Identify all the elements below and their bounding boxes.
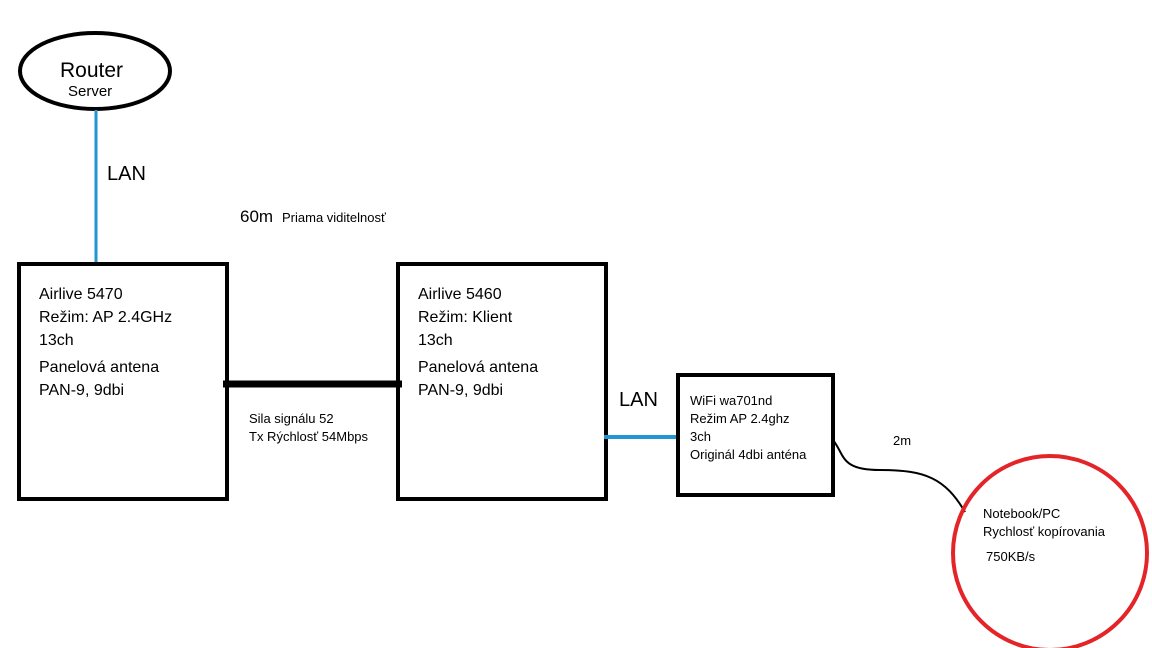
airlive-5470-mode: Režim: AP 2.4GHz [39, 309, 173, 326]
wifi-mode: Režim AP 2.4ghz [690, 411, 790, 426]
airlive-5470-antenna-spec: PAN-9, 9dbi [39, 382, 125, 399]
airlive-5460-antenna: Panelová antena [418, 359, 539, 376]
airlive-5460-antenna-spec: PAN-9, 9dbi [418, 382, 504, 399]
airlive-5460-channel: 13ch [418, 332, 453, 349]
notebook-copy-speed-value: 750KB/s [986, 549, 1036, 564]
notebook-copy-speed-label: Rychlosť kopírovania [983, 524, 1105, 539]
airlive-5470-channel: 13ch [39, 332, 74, 349]
airlive-5470-text: Airlive 5470 Režim: AP 2.4GHz 13ch Panel… [39, 283, 172, 402]
lan-label-top: LAN [107, 163, 146, 185]
wifi-wa701nd-text: WiFi wa701nd Režim AP 2.4ghz 3ch Originá… [690, 392, 806, 464]
signal-strength-label: Sila signálu 52 [249, 411, 334, 426]
wifi-wa701nd-box [676, 373, 835, 497]
notebook-device: Notebook/PC [983, 506, 1061, 521]
router-node [18, 31, 172, 111]
notebook-circle [951, 454, 1149, 648]
cable-length-label: 2m [893, 433, 912, 448]
cable-to-notebook [832, 439, 966, 513]
router-subtitle: Server [68, 83, 113, 100]
airlive-5470-model: Airlive 5470 [39, 286, 123, 303]
distance-value: 60m [240, 207, 274, 226]
lan-label-right: LAN [619, 389, 658, 411]
wifi-model: WiFi wa701nd [690, 393, 773, 408]
wifi-antenna: Originál 4dbi anténa [690, 447, 807, 462]
airlive-5470-antenna: Panelová antena [39, 359, 160, 376]
router-title: Router [60, 59, 124, 82]
tx-speed-label: Tx Rýchlosť 54Mbps [249, 429, 369, 444]
wifi-channel: 3ch [690, 429, 711, 444]
airlive-5460-mode: Režim: Klient [418, 309, 513, 326]
distance-note: Priama viditelnosť [282, 210, 386, 225]
airlive-5460-model: Airlive 5460 [418, 286, 502, 303]
airlive-5460-text: Airlive 5460 Režim: Klient 13ch Panelová… [418, 283, 538, 402]
airlive-5460-box [396, 262, 608, 501]
